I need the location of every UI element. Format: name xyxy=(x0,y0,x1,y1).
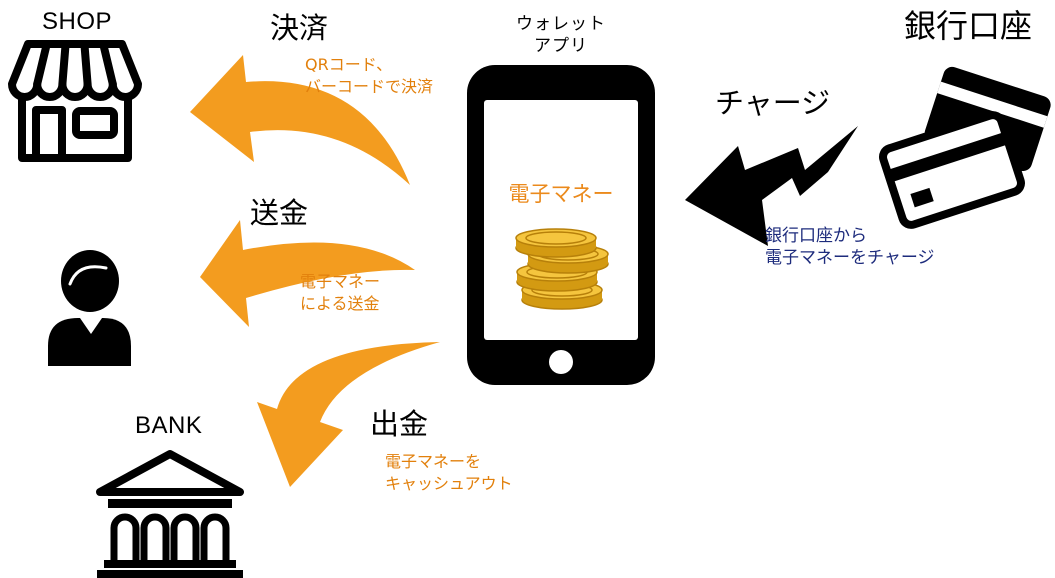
shop-body xyxy=(18,88,132,162)
bank-base-upper xyxy=(104,560,236,568)
bank-columns xyxy=(110,513,230,560)
e-money-screen-label: 電子マネー xyxy=(508,182,614,206)
withdrawal-heading: 出金 xyxy=(370,407,429,441)
storefront-icon xyxy=(8,40,142,162)
payment-caption-line: QRコード、 xyxy=(305,55,393,74)
charge-caption-line: 電子マネーをチャージ xyxy=(765,248,935,268)
shop-awning xyxy=(8,40,142,101)
bank-entablature xyxy=(108,499,232,508)
person-collar xyxy=(80,318,102,334)
charge-caption: 銀行口座から 電子マネーをチャージ xyxy=(765,225,935,269)
coin xyxy=(515,228,597,258)
credit-cards-icon xyxy=(879,66,1051,229)
wallet-app-label: ウォレット アプリ xyxy=(500,13,622,57)
charge-arrow-icon xyxy=(685,126,858,246)
person-body xyxy=(48,318,131,366)
shop-label: SHOP xyxy=(42,8,113,35)
bank-base-lower xyxy=(97,570,243,578)
withdrawal-caption-line: 電子マネーを xyxy=(385,452,482,471)
withdrawal-caption-line: キャッシュアウト xyxy=(385,474,513,493)
transfer-caption-line: 電子マネー xyxy=(300,272,381,291)
shop-awning-stripes xyxy=(33,40,117,88)
transfer-arrow-icon xyxy=(200,220,415,327)
payment-arrow-icon xyxy=(190,55,410,185)
shop-window xyxy=(72,107,118,139)
bank-label: BANK xyxy=(135,412,203,439)
transfer-caption: 電子マネー による送金 xyxy=(300,271,380,315)
wallet-app-label-line: ウォレット xyxy=(516,14,606,34)
bank-account-label: 銀行口座 xyxy=(904,7,1033,45)
person-icon xyxy=(48,250,131,366)
person-head xyxy=(61,250,119,312)
charge-heading: チャージ xyxy=(715,86,831,120)
payment-heading: 決済 xyxy=(270,11,329,45)
payment-caption-line: バーコードで決済 xyxy=(305,77,434,96)
withdrawal-caption: 電子マネーを キャッシュアウト xyxy=(385,451,513,495)
bank-building-icon xyxy=(96,450,244,578)
phone-home-button xyxy=(549,350,573,374)
charge-caption-line: 銀行口座から xyxy=(765,226,867,246)
bank-roof xyxy=(96,450,244,496)
person-hairline xyxy=(68,265,108,286)
payment-caption: QRコード、 バーコードで決済 xyxy=(305,54,433,98)
wallet-app-label-line: アプリ xyxy=(534,36,588,56)
card-front xyxy=(879,111,1025,229)
smartphone-icon xyxy=(467,65,655,385)
coin-stack-icon xyxy=(515,228,609,310)
transfer-caption-line: による送金 xyxy=(300,294,380,313)
withdrawal-arrow-icon xyxy=(257,342,440,487)
transfer-heading: 送金 xyxy=(250,196,309,230)
shop-door xyxy=(32,106,66,162)
